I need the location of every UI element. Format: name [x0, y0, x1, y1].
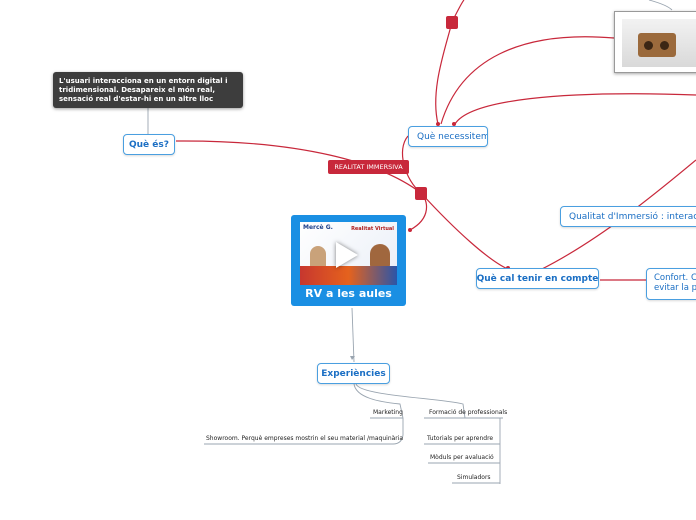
leaf-moduls[interactable]: Mòduls per avaluació	[430, 454, 494, 461]
realitat-immersiva-tag[interactable]: REALITAT IMMERSIVA	[328, 160, 409, 174]
hub-square-center[interactable]	[415, 187, 427, 200]
topic-que-cal-tenir-en-compte[interactable]: Què cal tenir en compte	[476, 268, 599, 289]
topic-experiencies[interactable]: Experiències	[317, 363, 390, 384]
leaf-tutorials[interactable]: Tutorials per aprendre	[427, 435, 494, 442]
connector-necessitem-image	[440, 36, 615, 125]
connector-necessitem-right	[454, 93, 696, 125]
definition-note[interactable]: L'usuari interacciona en un entorn digit…	[53, 72, 243, 108]
connector-hub-que-cal	[420, 192, 511, 271]
leaf-formacio[interactable]: Formació de professionals	[429, 409, 508, 416]
central-topic[interactable]: Mercè G. Realitat Virtual RV a les aules	[291, 215, 406, 306]
topic-que-es[interactable]: Què és?	[123, 134, 175, 155]
leaf-showroom[interactable]: Showroom. Perquè empreses mostrin el seu…	[206, 435, 404, 442]
topic-que-necessitem[interactable]: Què necessitem	[408, 126, 488, 147]
thumbnail-banner	[300, 266, 397, 285]
leaf-simuladors[interactable]: Simuladors	[457, 474, 491, 481]
thumbnail-line1: Mercè G.	[303, 224, 333, 231]
leaf-marketing[interactable]: Marketing	[373, 409, 403, 416]
person-figure	[310, 246, 326, 268]
video-thumbnail[interactable]: Mercè G. Realitat Virtual	[300, 222, 397, 285]
connector-central-experiencies	[351, 307, 355, 363]
hub-square-top[interactable]	[446, 16, 458, 29]
connector-necessitem-up	[435, 21, 453, 125]
person-figure	[370, 244, 390, 268]
vr-headset-image-node[interactable]	[614, 11, 696, 73]
thumbnail-line2: Realitat Virtual	[351, 226, 394, 232]
play-icon[interactable]	[336, 242, 358, 268]
connector-hub-que-es	[175, 140, 422, 194]
central-title: RV a les aules	[305, 287, 392, 300]
vr-headset-photo	[622, 19, 696, 67]
topic-qualitat-immersio[interactable]: Qualitat d'Immersió : interacció	[560, 206, 696, 227]
